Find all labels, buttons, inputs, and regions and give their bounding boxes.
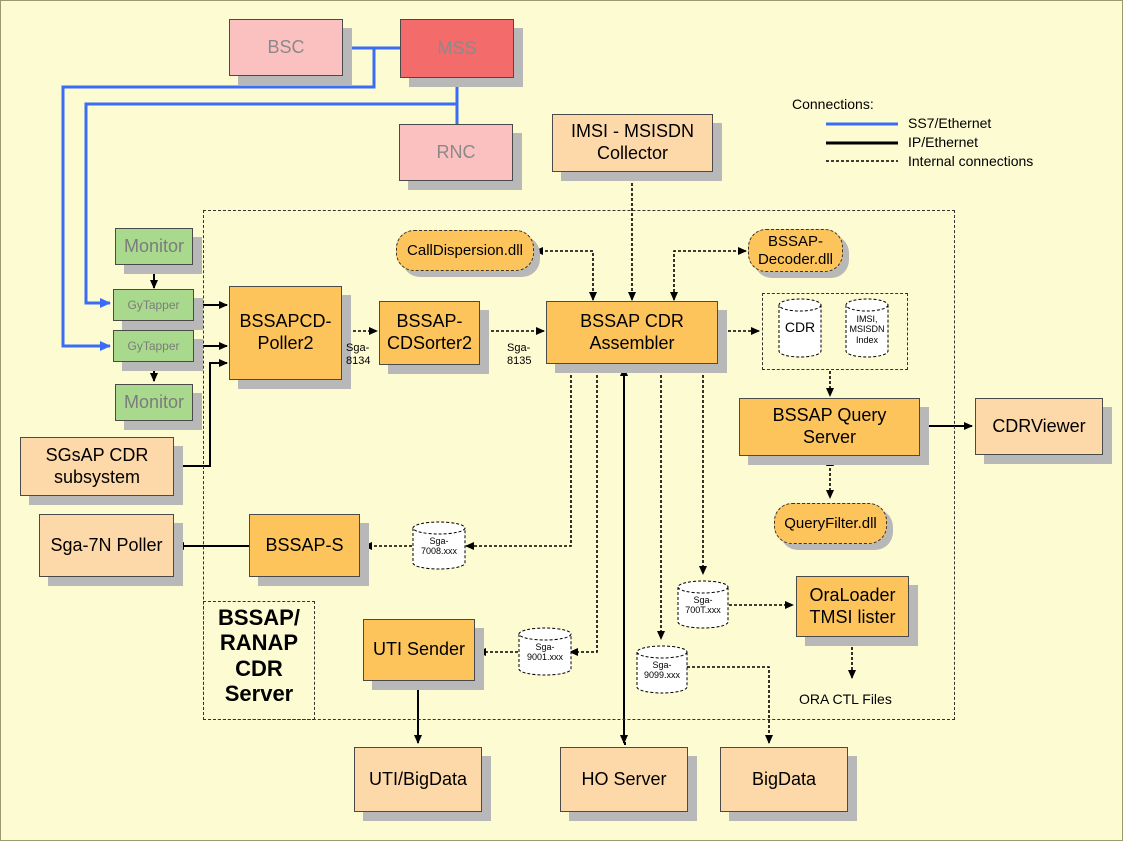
legend-item-ip: IP/Ethernet xyxy=(908,134,979,150)
storage-sga9001-label: Sga-9001.xxx xyxy=(526,642,564,663)
legend-item-internal: Internal connections xyxy=(908,153,1034,169)
gytapper-top: GyTapper xyxy=(113,289,194,321)
call-dispersion-dll: CallDispersion.dll xyxy=(396,230,534,271)
server-title-frame xyxy=(203,601,315,720)
ora-ctl-files-label: ORA CTL Files xyxy=(799,691,892,707)
monitor-top: Monitor xyxy=(115,228,193,265)
cylinder-sga9001 xyxy=(518,627,572,676)
rnc-node: RNC xyxy=(399,124,513,181)
assembler-node: BSSAP CDR Assembler xyxy=(546,301,718,364)
cylinder-sga7008 xyxy=(412,521,466,570)
gytapper-bottom: GyTapper xyxy=(113,330,194,362)
cylinder-cdr xyxy=(778,298,822,358)
sgsap-subsystem-node: SGsAP CDR subsystem xyxy=(20,437,174,496)
storage-sga9099-label: Sga-9099.xxx xyxy=(643,660,681,681)
cdr-viewer-node: CDRViewer xyxy=(975,398,1103,455)
bssap-s-node: BSSAP-S xyxy=(249,514,360,577)
cylinder-imsi-index xyxy=(845,298,889,358)
server-boundary xyxy=(203,210,955,720)
poller2-node: BSSAPCD-Poller2 xyxy=(229,286,342,380)
storage-sga7008-label: Sga-7008.xxx xyxy=(420,536,458,557)
bssap-decoder-dll: BSSAP-Decoder.dll xyxy=(748,229,843,272)
legend-lines xyxy=(826,122,898,162)
ho-server-node: HO Server xyxy=(560,747,688,812)
internal-lines xyxy=(343,172,856,744)
cylinder-sga700t xyxy=(677,580,729,629)
server-title: BSSAP/ RANAP CDR Server xyxy=(218,605,300,706)
storage-group-boundary xyxy=(762,293,908,370)
sga7n-poller-node: Sga-7N Poller xyxy=(39,514,174,577)
legend-title: Connections: xyxy=(792,96,874,112)
cylinder-sga9099 xyxy=(636,645,688,694)
storage-cdr-label: CDR xyxy=(784,319,816,335)
bsc-node: BSC xyxy=(229,19,343,76)
monitor-bottom: Monitor xyxy=(115,384,193,421)
legend-item-ss7: SS7/Ethernet xyxy=(908,115,992,131)
storage-imsi-index-label: IMSI, MSISDN Index xyxy=(849,314,885,345)
query-filter-dll: QueryFilter.dll xyxy=(774,503,887,544)
sga8134-label: Sga-8134 xyxy=(346,342,371,367)
cdsorter2-node: BSSAP-CDSorter2 xyxy=(379,301,480,365)
query-server-node: BSSAP Query Server xyxy=(739,398,920,456)
sga8135-label: Sga-8135 xyxy=(507,342,532,367)
storage-sga700t-label: Sga-700T.xxx xyxy=(685,595,721,616)
imsi-collector-node: IMSI - MSISDN Collector xyxy=(552,114,713,172)
bigdata-node: BigData xyxy=(720,747,848,812)
uti-bigdata-node: UTI/BigData xyxy=(354,747,482,812)
ss7-lines xyxy=(61,46,459,351)
mss-node: MSS xyxy=(400,19,514,78)
uti-sender-node: UTI Sender xyxy=(363,619,475,681)
oraloader-node: OraLoader TMSI lister xyxy=(796,576,909,637)
